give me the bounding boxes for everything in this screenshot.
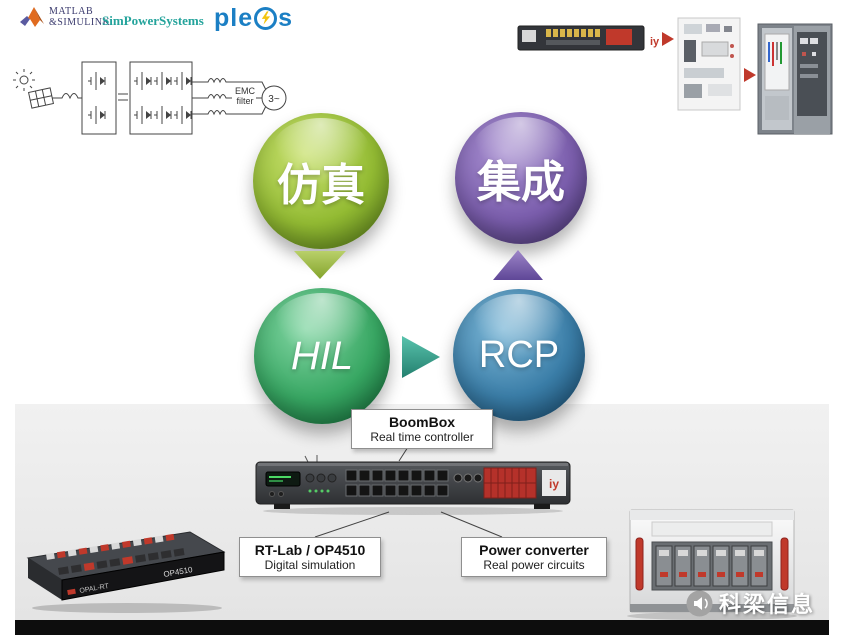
sun-icon <box>19 75 29 85</box>
plecs-text-after: s <box>278 4 294 32</box>
boombox-callout: BoomBox Real time controller <box>351 409 493 449</box>
flow-node-hil-label: HIL <box>290 333 354 378</box>
flow-node-rcp: RCP <box>453 289 585 421</box>
plecs-text-before: ple <box>214 4 254 32</box>
plecs-logo: ple s <box>214 5 293 31</box>
arrow-up-icon <box>493 250 543 280</box>
matlab-simulink-logo: MATLAB &SIMULINK <box>20 6 110 28</box>
simpowersystems-logo: SimPowerSystems <box>102 13 204 28</box>
rtlab-callout: RT-Lab / OP4510 Digital simulation <box>239 537 381 577</box>
input-inductor <box>52 93 82 100</box>
emc-filter-label-line1: EMC <box>235 86 256 96</box>
grid-symbol-label: 3~ <box>268 94 280 105</box>
arrow-down-icon <box>294 251 346 279</box>
flow-node-rcp-label: RCP <box>478 333 560 376</box>
controller-board-photo <box>517 25 645 51</box>
watermark-text: 科梁信息 <box>719 592 816 617</box>
slide-bottom-bar <box>15 620 829 635</box>
rtlab-callout-title: RT-Lab / OP4510 <box>254 542 366 558</box>
controller-to-cabinet-photos: iy <box>517 17 833 135</box>
boombox-callout-title: BoomBox <box>388 414 456 430</box>
front-button <box>278 491 284 497</box>
power-cabinet-photo <box>627 509 797 620</box>
module-bay <box>651 541 773 591</box>
flow-node-integration: 集成 <box>455 112 587 244</box>
power-converter-callout-title: Power converter <box>479 542 589 558</box>
io-connector-row <box>46 533 175 560</box>
matlab-logo-line2: &SIMULINK <box>49 17 111 28</box>
pv-panel-icon <box>27 87 55 109</box>
cabinet-handle <box>635 537 644 591</box>
red-terminal-block <box>483 467 537 499</box>
three-phase-grid-symbol <box>261 85 287 111</box>
flow-node-simulation: 仿真 <box>253 113 389 249</box>
arrow-right-icon <box>402 336 440 378</box>
watermark: 科梁信息 <box>686 587 815 619</box>
pv-converter-schematic: EMC filter 3~ <box>13 61 287 135</box>
inverter-box <box>129 61 193 135</box>
boombox-callout-subtitle: Real time controller <box>370 430 474 444</box>
boombox-device-photo: iy <box>255 455 571 515</box>
power-converter-callout-subtitle: Real power circuits <box>483 558 585 572</box>
cabinet-photo <box>757 23 833 135</box>
rtlab-callout-subtitle: Digital simulation <box>264 558 356 572</box>
matlab-logo-text: MATLAB &SIMULINK <box>49 6 110 28</box>
imperix-logo: iy <box>549 477 559 491</box>
io-connector-row <box>58 548 185 575</box>
megaphone-icon <box>686 590 713 616</box>
output-filter-coils <box>192 78 232 116</box>
imperix-label-plate <box>542 470 566 496</box>
imperix-logo: iy <box>650 36 660 48</box>
matlab-logo-icon <box>20 7 44 27</box>
flow-node-simulation-label: 仿真 <box>277 161 365 210</box>
plecs-bolt-icon <box>254 6 278 30</box>
sun-rays <box>13 69 35 91</box>
emc-filter-label-line2: filter <box>236 96 253 106</box>
red-arrow-icon <box>744 68 756 82</box>
matlab-logo-line1: MATLAB <box>49 6 94 17</box>
red-arrow-icon <box>662 32 674 46</box>
dc-dc-converter-box <box>81 61 117 135</box>
opal-rt-op4510-photo: OPAL-RT OP4510 <box>26 531 226 613</box>
cabinet-handle <box>780 537 789 591</box>
power-converter-callout: Power converter Real power circuits <box>461 537 607 577</box>
flow-node-integration-label: 集成 <box>477 158 565 207</box>
rj45-ports <box>345 469 449 497</box>
front-button <box>269 491 275 497</box>
flow-node-hil: HIL <box>254 288 390 424</box>
front-display <box>265 471 301 487</box>
backplane-photo <box>677 17 741 111</box>
